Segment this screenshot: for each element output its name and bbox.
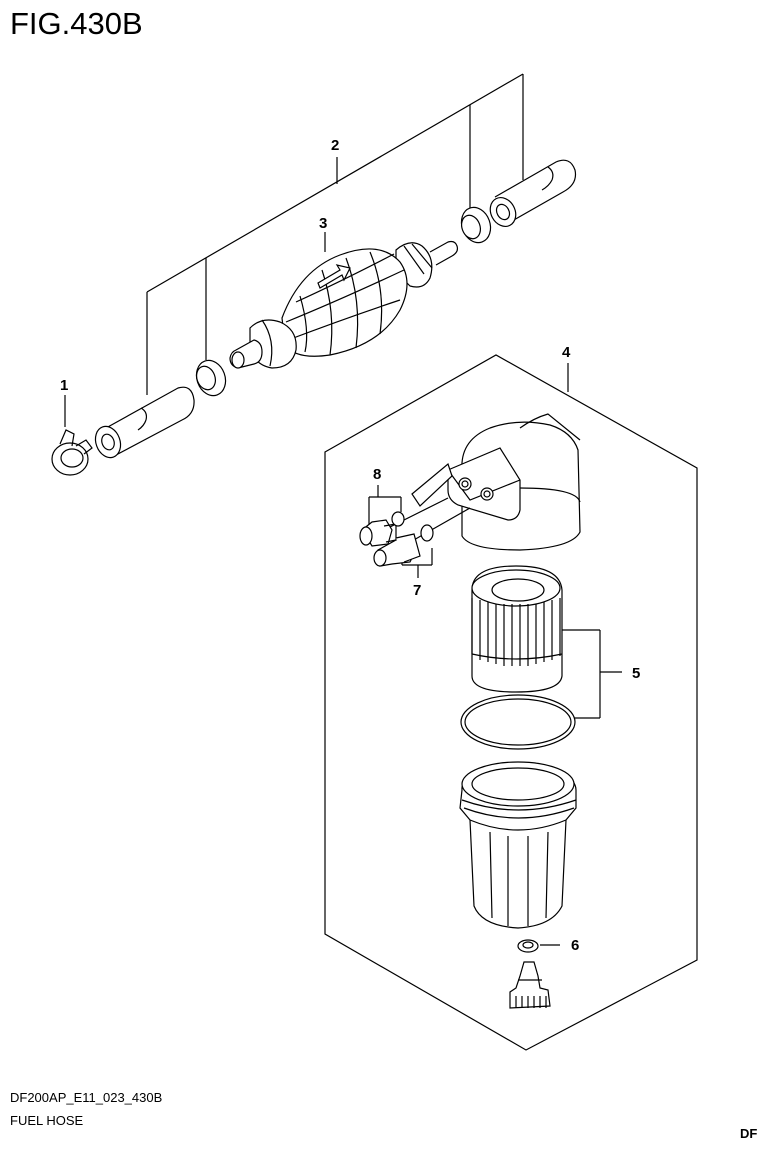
clamp-ring-top [460, 206, 492, 244]
filter-housing-head [411, 413, 581, 551]
inlet-hose [94, 386, 195, 459]
fitting [373, 524, 434, 567]
callout-1: 1 [60, 377, 68, 394]
callout-4: 4 [562, 344, 571, 361]
callout-2: 2 [331, 137, 339, 154]
filter-element [471, 565, 563, 693]
plug-bracket [368, 485, 402, 525]
clamp-ring-middle [195, 359, 227, 397]
primer-bulb [229, 240, 459, 369]
outlet-hose [489, 159, 577, 227]
callout-7: 7 [413, 582, 421, 599]
callout-6: 6 [571, 937, 579, 954]
plug [359, 511, 405, 547]
callout-5: 5 [632, 665, 640, 682]
element-bracket [562, 629, 622, 719]
filter-bowl [459, 761, 577, 929]
filter-assembly-boundary [324, 354, 698, 1051]
corner-code: DF [740, 1126, 758, 1141]
drain-seal [517, 939, 560, 953]
figure-title: FIG.430B [10, 6, 143, 41]
o-ring [460, 694, 576, 750]
drain-plug [509, 961, 551, 1009]
hose-assembly-bracket [146, 73, 524, 395]
callout-8: 8 [373, 466, 381, 483]
callout-3: 3 [319, 215, 327, 232]
figure-code: DF200AP_E11_023_430B [10, 1090, 163, 1105]
hose-clamp [51, 429, 93, 476]
figure-name: FUEL HOSE [10, 1113, 84, 1128]
